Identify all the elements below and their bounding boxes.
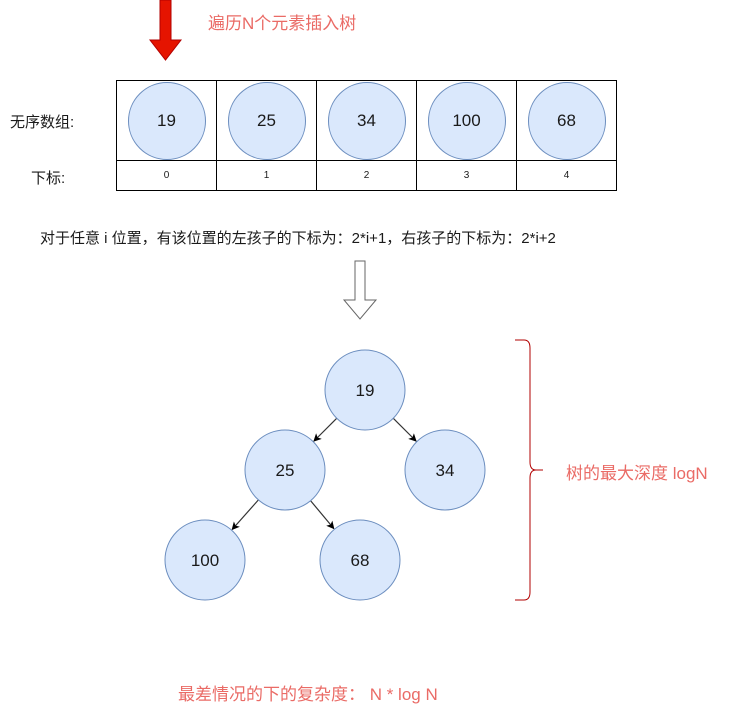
index-cell: 1 xyxy=(216,160,317,191)
index-cell: 3 xyxy=(416,160,517,191)
curly-bracket xyxy=(515,339,543,601)
tree-node-label: 68 xyxy=(351,551,370,570)
index-cell: 2 xyxy=(316,160,417,191)
array-cell: 68 xyxy=(516,80,617,161)
tree-node-label: 19 xyxy=(356,381,375,400)
hollow-down-arrow-icon xyxy=(342,260,378,320)
array-cell: 25 xyxy=(216,80,317,161)
array-cell: 34 xyxy=(316,80,417,161)
array-node: 100 xyxy=(427,81,506,160)
tree-edge-arrow xyxy=(313,417,338,442)
index-cell: 0 xyxy=(116,160,217,191)
tree-node: 19 xyxy=(324,349,406,431)
array-node: 34 xyxy=(327,81,406,160)
array-row-label: 无序数组: xyxy=(10,114,75,131)
tree-edge-arrow xyxy=(310,500,335,530)
depth-label: 树的最大深度 logN xyxy=(566,464,708,483)
tree-nodes: 19 25 34 100 68 xyxy=(164,349,486,601)
tree-edge-arrow xyxy=(392,417,417,442)
tree-node: 68 xyxy=(319,519,401,601)
tree-edges xyxy=(231,417,417,531)
index-row-label: 下标: xyxy=(31,170,66,187)
tree-edge-arrow xyxy=(231,499,259,531)
array-node: 68 xyxy=(527,81,606,160)
array-value-row: 19 25 34 100 68 xyxy=(116,80,617,161)
array-cell: 100 xyxy=(416,80,517,161)
tree-node: 100 xyxy=(164,519,246,601)
tree-node-circle xyxy=(164,519,246,601)
index-cell: 4 xyxy=(516,160,617,191)
array-node: 19 xyxy=(127,81,206,160)
tree-node-circle xyxy=(404,429,486,511)
complexity-label: 最差情况的下的复杂度： N * log N xyxy=(178,685,438,704)
red-down-arrow-icon xyxy=(148,0,183,61)
tree-node-circle xyxy=(244,429,326,511)
array-cell: 19 xyxy=(116,80,217,161)
tree-node-label: 34 xyxy=(436,461,455,480)
array-table: 19 25 34 100 68 0 1 2 3 4 xyxy=(116,80,617,191)
tree-node: 34 xyxy=(404,429,486,511)
tree-node-label: 100 xyxy=(191,551,219,570)
tree-node-circle xyxy=(319,519,401,601)
tree-node: 25 xyxy=(244,429,326,511)
array-index-row: 0 1 2 3 4 xyxy=(116,160,617,191)
array-node: 25 xyxy=(227,81,306,160)
title-text: 遍历N个元素插入树 xyxy=(208,14,357,33)
tree-node-circle xyxy=(324,349,406,431)
formula-text: 对于任意 i 位置，有该位置的左孩子的下标为：2*i+1，右孩子的下标为：2*i… xyxy=(40,230,556,247)
tree-node-label: 25 xyxy=(276,461,295,480)
